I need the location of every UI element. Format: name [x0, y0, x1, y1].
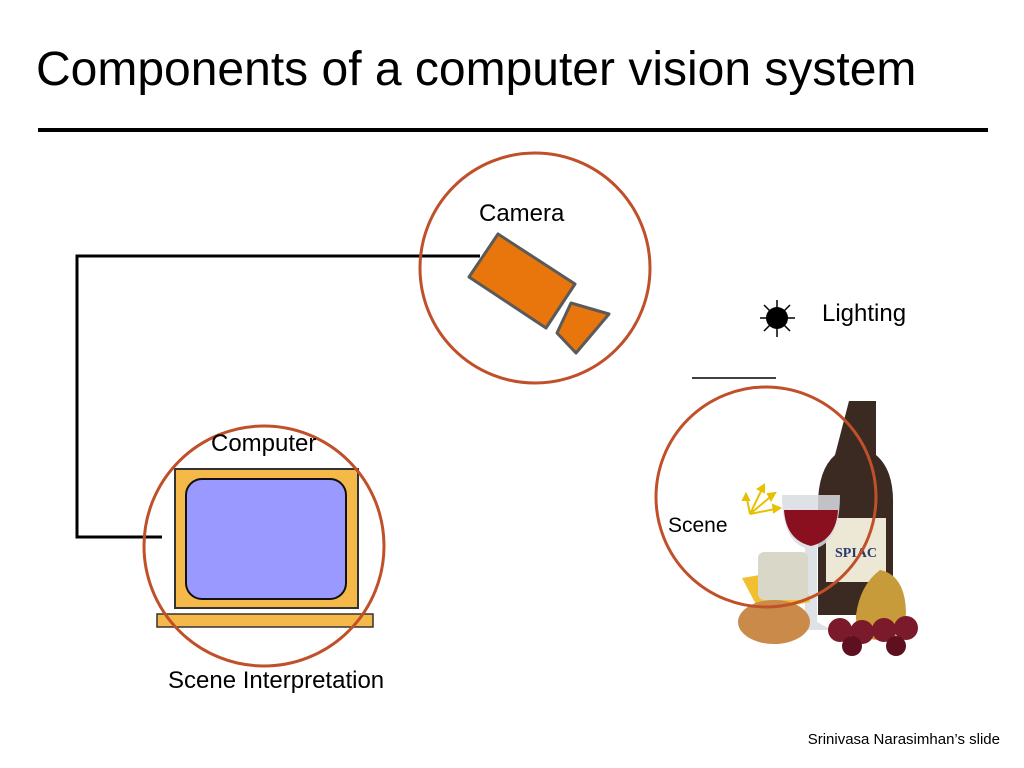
camera-body	[467, 232, 577, 330]
camera-computer-cable	[75, 254, 480, 539]
grape	[842, 636, 862, 656]
scene-label: Scene	[668, 514, 728, 537]
monitor-stand	[156, 613, 374, 628]
title-divider	[38, 128, 988, 132]
computer-label: Computer	[211, 430, 317, 457]
grape	[894, 616, 918, 640]
grape	[828, 618, 852, 642]
camera-icon	[467, 232, 611, 355]
wine-in-glass	[784, 510, 838, 546]
bread	[738, 600, 810, 644]
light-source-icon	[760, 300, 795, 337]
camera-lens	[555, 301, 611, 355]
grape	[886, 636, 906, 656]
bottle-label	[826, 518, 886, 582]
scene-circle	[654, 385, 878, 609]
camera-circle	[418, 151, 652, 385]
camera-label: Camera	[479, 200, 565, 227]
slide-title: Components of a computer vision system	[36, 43, 917, 96]
computer-circle	[142, 424, 386, 668]
grape	[872, 618, 896, 642]
computer-monitor-icon	[156, 468, 374, 628]
still-life-scene-image: SPIAC	[738, 401, 918, 656]
scene-interpretation-label: Scene Interpretation	[168, 667, 385, 694]
light-rays-icon	[741, 483, 783, 515]
lighting-label: Lighting	[822, 300, 907, 327]
monitor-screen	[185, 478, 347, 600]
bottle-label-text: SPIAC	[835, 546, 877, 561]
slide-credit: Srinivasa Narasimhan’s slide	[807, 731, 1000, 748]
blue-cheese	[758, 552, 808, 600]
